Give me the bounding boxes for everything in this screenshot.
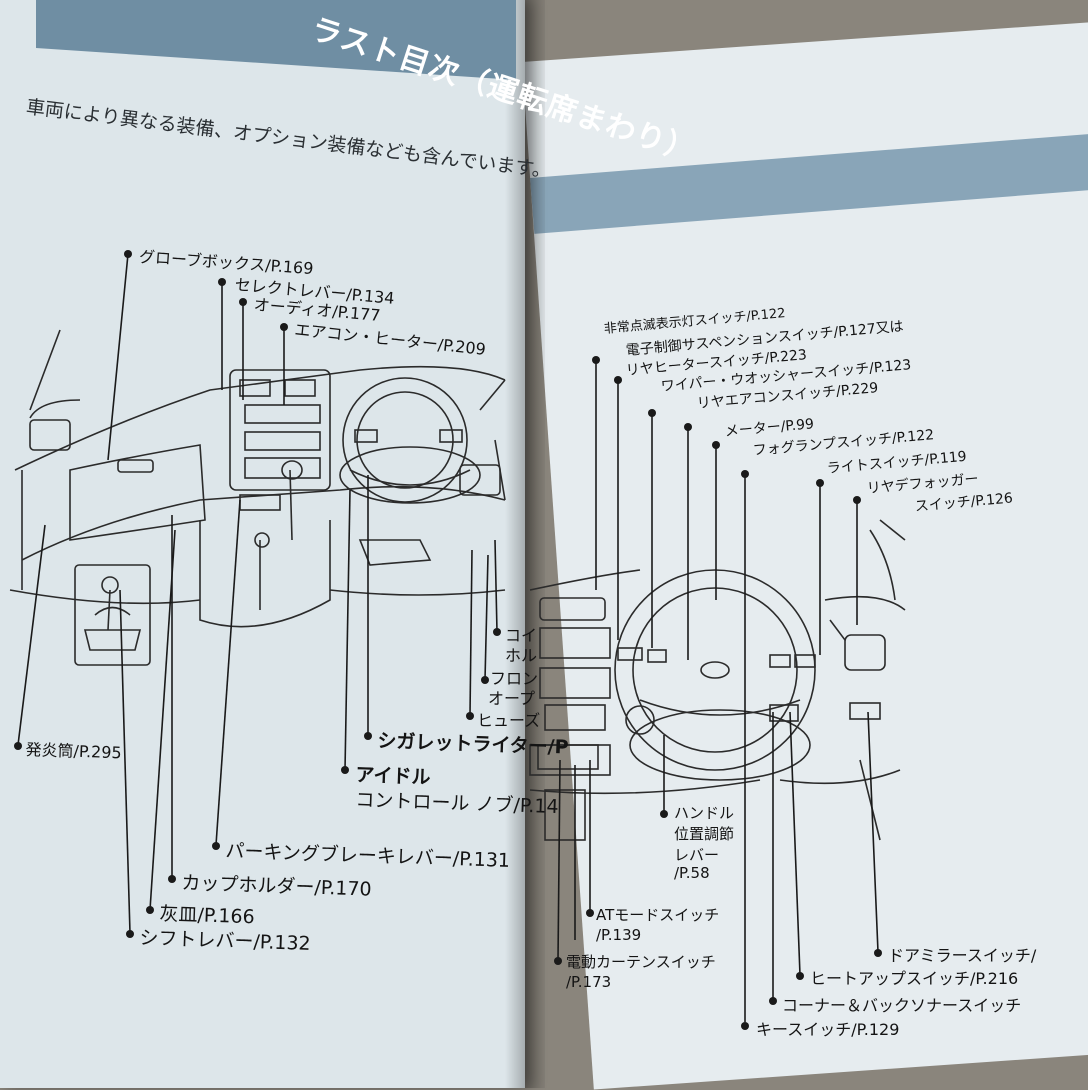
label-door-mirror: ドアミラースイッチ/ xyxy=(888,942,1036,966)
leader-dot xyxy=(239,298,247,306)
leader-dot xyxy=(280,323,288,331)
label-front-2: オープ xyxy=(488,685,535,709)
leader-dot xyxy=(586,909,594,917)
leader-dot xyxy=(466,712,474,720)
leader-dot xyxy=(874,949,882,957)
leader-dot xyxy=(168,875,176,883)
label-at-mode-1: ATモードスイッチ xyxy=(596,904,719,925)
label-at-mode-2: /P.139 xyxy=(596,926,641,944)
leader-dot xyxy=(592,356,600,364)
label-fuse: ヒューズ xyxy=(477,707,540,731)
label-heat-up: ヒートアップスイッチ/P.216 xyxy=(810,965,1018,989)
leader-dot xyxy=(741,1022,749,1030)
leader-dot xyxy=(614,376,622,384)
leader-dot xyxy=(554,957,562,965)
label-sonar: コーナー＆バックソナースイッチ xyxy=(782,992,1021,1016)
leader-dot xyxy=(648,409,656,417)
leader-dot xyxy=(660,810,668,818)
label-curtain-1: 電動カーテンスイッチ xyxy=(566,951,716,972)
leader-dot xyxy=(14,742,22,750)
label-curtain-2: /P.173 xyxy=(566,973,611,991)
leader-dot xyxy=(712,441,720,449)
label-flare: 発炎筒/P.295 xyxy=(25,736,122,763)
leader-dot xyxy=(853,496,861,504)
leader-dot xyxy=(126,930,134,938)
leader-dot xyxy=(124,250,132,258)
label-handle-1: ハンドル xyxy=(674,802,734,823)
label-key-switch: キースイッチ/P.129 xyxy=(756,1016,899,1040)
label-handle-4: /P.58 xyxy=(674,864,710,882)
leader-dot xyxy=(741,470,749,478)
label-handle-2: 位置調節 xyxy=(674,823,734,844)
leader-dot xyxy=(341,766,349,774)
leader-dot xyxy=(364,732,372,740)
leader-dot xyxy=(212,842,220,850)
leader-dot xyxy=(684,423,692,431)
leader-dot xyxy=(796,972,804,980)
leader-dot xyxy=(481,676,489,684)
leader-dot xyxy=(816,479,824,487)
leader-dot xyxy=(493,628,501,636)
label-handle-3: レバー xyxy=(674,844,719,865)
leader-dot xyxy=(769,997,777,1005)
leader-dot xyxy=(146,906,154,914)
leader-dot xyxy=(218,278,226,286)
label-coin-2: ホル xyxy=(505,642,537,666)
